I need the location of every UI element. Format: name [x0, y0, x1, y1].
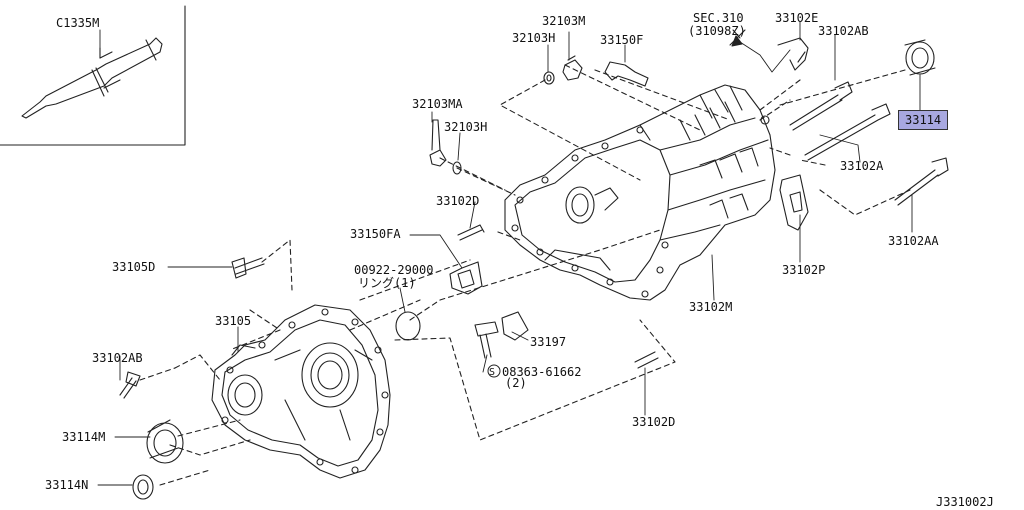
label-33102a: 33102A: [840, 159, 884, 173]
sealant-tube-icon: [21, 37, 163, 119]
arrow-icon: [731, 35, 743, 47]
label-33105: 33105: [215, 314, 252, 328]
label-32103h-top: 32103H: [512, 31, 556, 45]
label-33102d-bottom: 33102D: [632, 415, 676, 429]
label-c1335m: C1335M: [56, 16, 100, 30]
label-33197: 33197: [530, 335, 567, 349]
label-33102d-top: 33102D: [436, 194, 480, 208]
label-08363-61662: 08363-61662: [502, 365, 582, 379]
standard-part-circle-icon: [487, 364, 501, 378]
label-32103m: 32103M: [542, 14, 586, 28]
label-33114n: 33114N: [45, 478, 89, 492]
label-33102p: 33102P: [782, 263, 826, 277]
label-33102e: 33102E: [775, 11, 819, 25]
label-33114-highlighted[interactable]: 33114: [898, 110, 949, 130]
standard-part-s-mark: S: [489, 367, 495, 378]
label-33114m: 33114M: [62, 430, 106, 444]
label-00922-qty: リング(1): [358, 276, 416, 290]
rear-cover: [211, 304, 391, 479]
bolts: [119, 81, 949, 399]
inset-frame: [0, 5, 186, 146]
label-33150fa: 33150FA: [350, 227, 401, 241]
diagram-id: J331002J: [936, 495, 994, 509]
label-33102ab-top: 33102AB: [818, 24, 869, 38]
label-33102m: 33102M: [689, 300, 733, 314]
label-sec-310-ref: (31098Z): [688, 24, 746, 38]
label-33102ab-left: 33102AB: [92, 351, 143, 365]
label-32103ma: 32103MA: [412, 97, 463, 111]
label-sec-310: SEC.310: [693, 11, 744, 25]
label-33102aa: 33102AA: [888, 234, 939, 248]
label-08363-qty: (2): [505, 376, 527, 390]
label-32103h-mid: 32103H: [444, 120, 488, 134]
label-00922-29000: 00922-29000: [354, 263, 434, 277]
transfer-case-body: [504, 84, 776, 301]
label-33150f: 33150F: [600, 33, 644, 47]
small-parts: [132, 29, 936, 500]
label-33105d: 33105D: [112, 260, 156, 274]
leader-lines: [97, 21, 921, 486]
